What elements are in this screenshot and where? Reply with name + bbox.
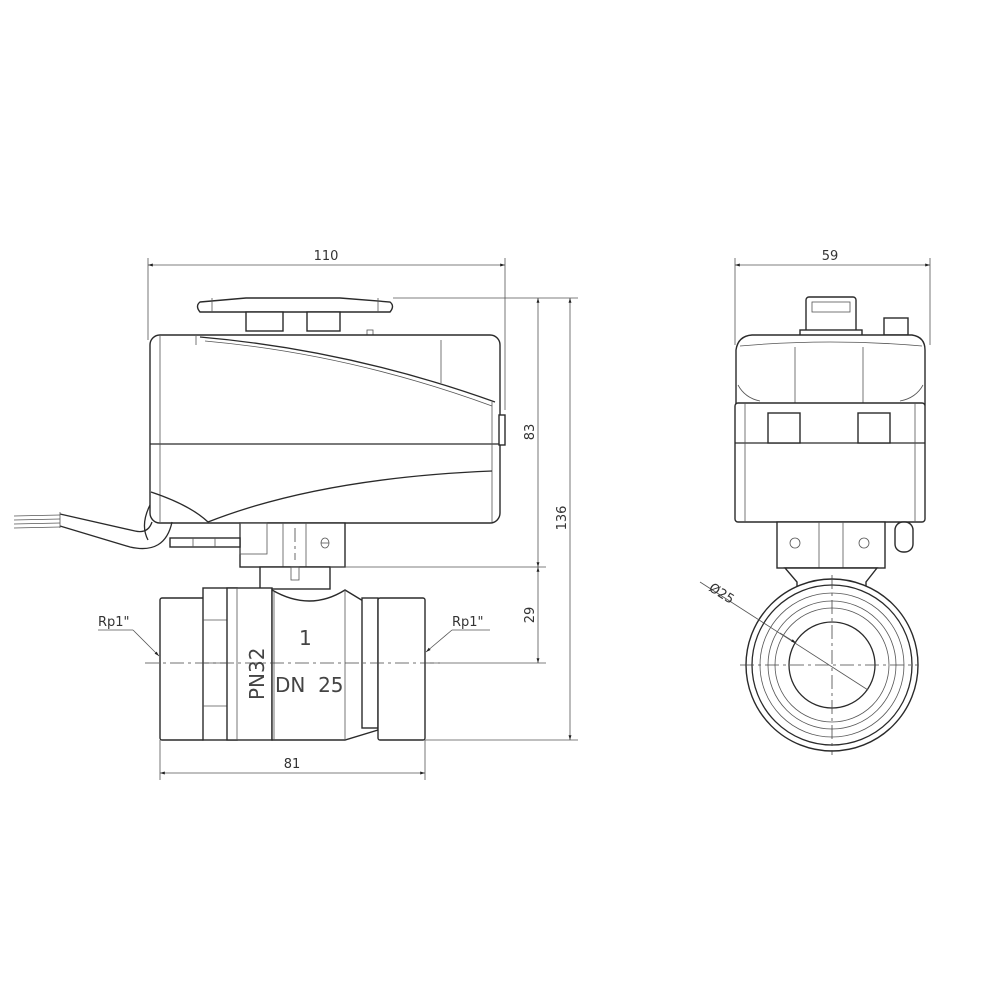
- dimension-lines: 110 83 29 136 81: [147, 249, 578, 780]
- nominal-size-marking: DN 25: [275, 673, 344, 697]
- actuator-lower-box: [734, 402, 926, 523]
- mounting-bracket: [169, 522, 346, 590]
- actuator-handle: [196, 297, 394, 336]
- dimension-83: 83: [523, 424, 538, 441]
- thread-label-left: Rp1": [98, 615, 130, 630]
- dimension-110: 110: [314, 249, 339, 264]
- flow-marking: 1: [299, 626, 312, 650]
- thread-callout-right: Rp1": [425, 615, 490, 653]
- actuator-cap: [735, 334, 926, 406]
- end-dimension-lines: 59: [734, 249, 931, 345]
- thread-callout-left: Rp1": [98, 615, 160, 657]
- pressure-rating-marking: PN32: [245, 648, 269, 700]
- actuator-housing: [149, 334, 506, 524]
- cable: [13, 504, 173, 550]
- valve-body: PN32 1 DN 25: [145, 587, 440, 741]
- dimension-diameter-25: Ø25: [706, 581, 737, 608]
- thread-label-right: Rp1": [452, 615, 484, 630]
- dimension-136: 136: [555, 506, 570, 531]
- side-view: PN32 1 DN 25 Rp1" Rp1" 110: [13, 249, 578, 780]
- dimension-59: 59: [822, 249, 839, 264]
- end-view: Ø25 59: [699, 249, 931, 755]
- dimension-29: 29: [523, 607, 538, 624]
- dimension-81: 81: [284, 757, 301, 772]
